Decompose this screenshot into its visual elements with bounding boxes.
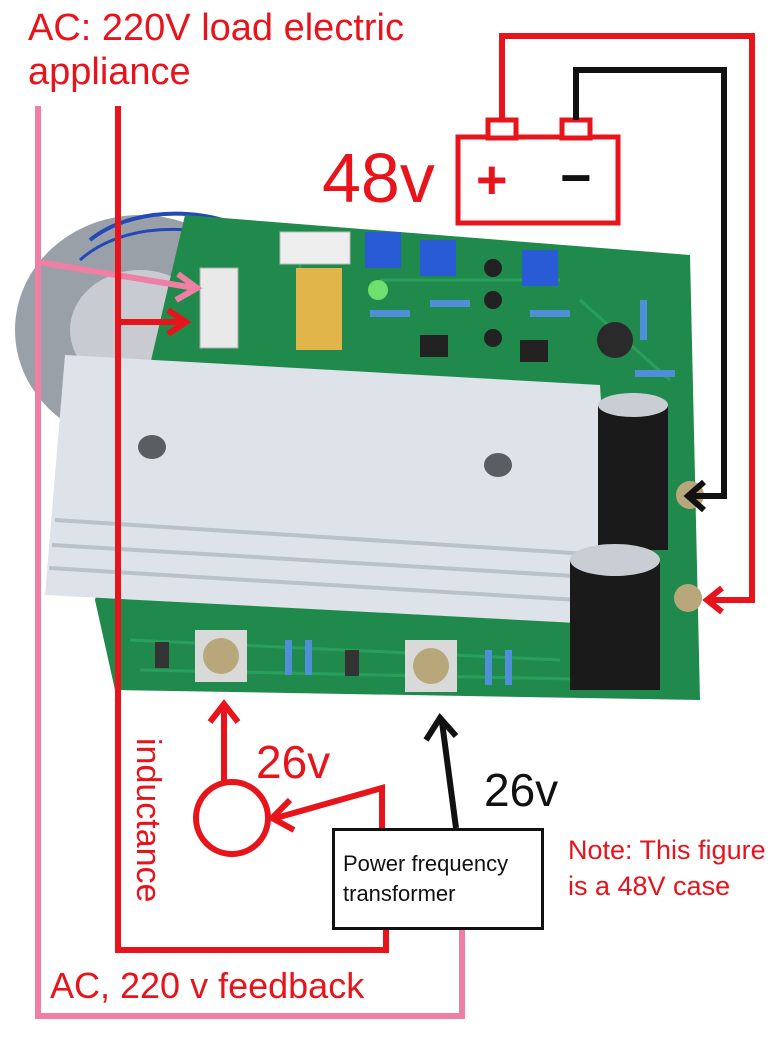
battery-plus-label: + — [476, 150, 508, 210]
battery-negative-wire — [573, 67, 727, 499]
green-led — [368, 280, 388, 300]
potentiometer-3 — [522, 250, 558, 286]
battery-terminal-plus — [485, 117, 519, 141]
pink-arrowhead — [174, 271, 203, 303]
ic-chip-1 — [420, 335, 448, 357]
black-up-arrowhead — [423, 713, 459, 742]
positive-arrowhead — [702, 585, 724, 615]
battery-terminal-minus — [559, 117, 593, 141]
screw-terminal-plus — [674, 584, 702, 612]
transistor-3 — [484, 329, 502, 347]
battery-minus-label: − — [560, 148, 592, 208]
battery-positive-wire — [499, 33, 755, 603]
relay — [296, 268, 342, 350]
heatsink-hole-2 — [484, 453, 512, 477]
ac-load-label: AC: 220V load electric appliance — [28, 7, 404, 93]
negative-arrowhead — [683, 479, 706, 513]
inductance-label: inductance — [129, 738, 167, 903]
terminal-connector — [199, 267, 239, 349]
potentiometer-2 — [420, 240, 456, 276]
heatsink-hole-1 — [138, 435, 166, 459]
inductor-symbol — [193, 779, 271, 857]
feedback-label: AC, 220 v feedback — [50, 965, 365, 1006]
note-label: Note: This figure is a 48V case — [568, 835, 766, 901]
inductor-up-arrowhead — [207, 699, 241, 724]
ac-load-wire-pink — [35, 106, 465, 1019]
battery-body — [455, 134, 621, 226]
transistor-1 — [484, 259, 502, 277]
small-inductor — [597, 322, 633, 358]
white-connector — [279, 231, 351, 265]
transformer-box: Power frequency transformer — [332, 828, 544, 930]
heatsink — [45, 355, 615, 625]
transformer-label: Power frequency transformer — [343, 851, 509, 906]
red-connector-arrowhead — [166, 307, 192, 337]
ac-feedback-wire-red — [115, 106, 389, 953]
transistor-2 — [484, 291, 502, 309]
transformer-voltage-label: 26v — [484, 764, 559, 816]
potentiometer-1 — [365, 232, 401, 268]
inductor-voltage-label: 26v — [256, 736, 331, 788]
capacitor-2 — [570, 560, 660, 690]
transformer-to-output-wire — [439, 721, 459, 829]
ic-chip-2 — [520, 340, 548, 362]
inductor-side-arrowhead — [267, 797, 296, 833]
battery-voltage-label: 48v — [322, 139, 435, 217]
transformer-to-inductor-wire — [275, 784, 385, 828]
capacitor-1 — [598, 405, 668, 550]
